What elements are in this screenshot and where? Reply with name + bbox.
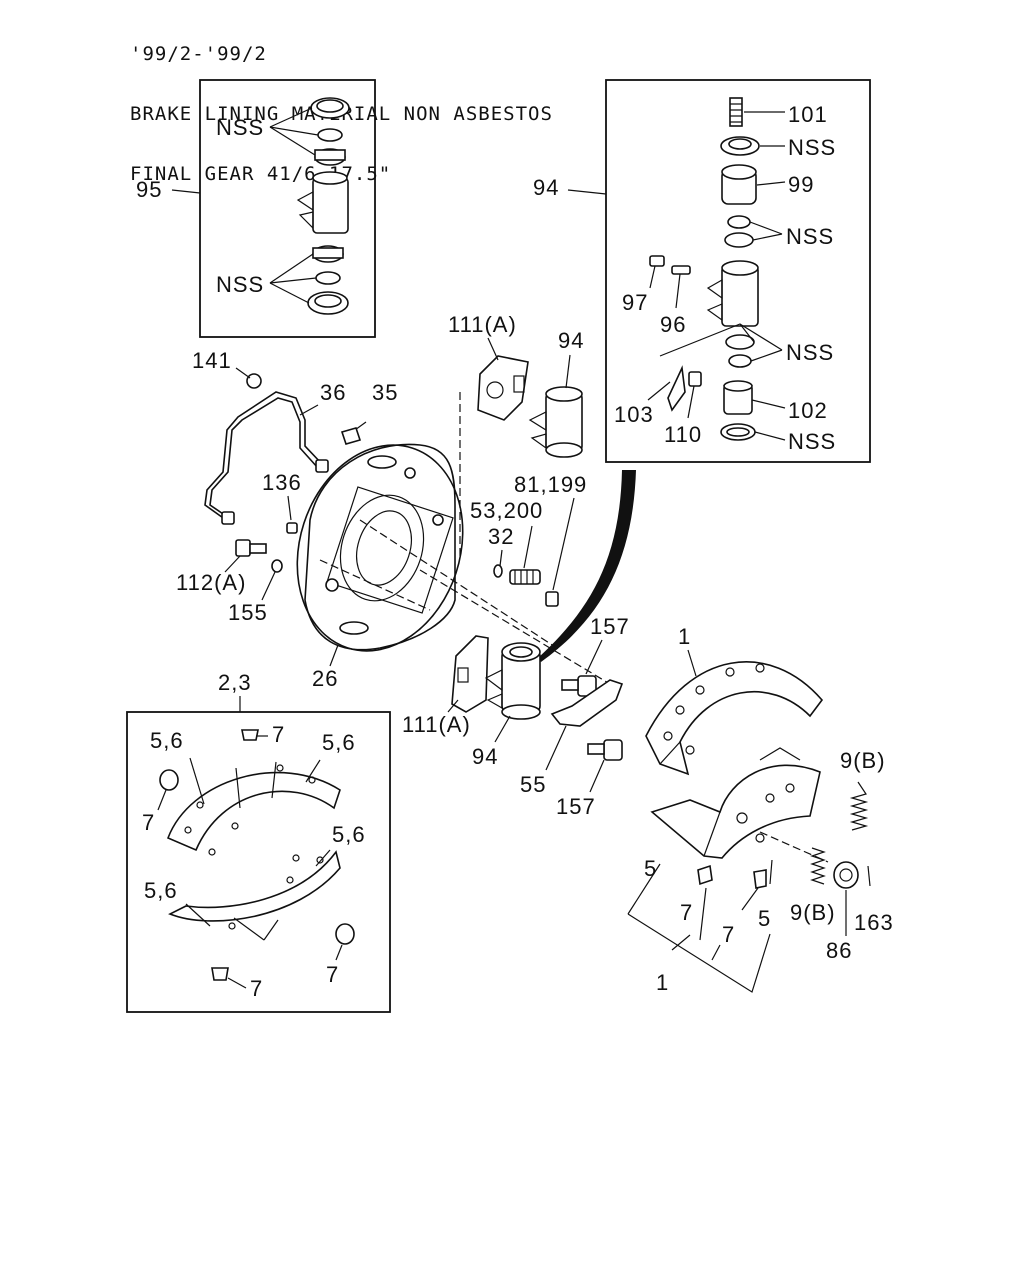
- shoe-bracket-lines: [627, 913, 771, 993]
- spring-9b-bottom: [810, 847, 826, 885]
- callout-1-bottom: 1: [656, 970, 669, 995]
- assembly-lines: [319, 392, 621, 691]
- pin-163: [867, 865, 871, 887]
- brake-shoe-assy: [650, 747, 821, 889]
- callout-96: 96: [660, 312, 686, 337]
- callout-nss-95-top: NSS: [216, 115, 264, 140]
- callout-7-a: 7: [272, 722, 285, 747]
- callout-5-6-d: 5,6: [144, 878, 178, 903]
- callout-53-200: 53,200: [470, 498, 543, 523]
- callout-55: 55: [520, 772, 546, 797]
- callout-103: 103: [614, 402, 654, 427]
- clip-35: [340, 427, 362, 445]
- callout-99: 99: [788, 172, 814, 197]
- callout-157-top: 157: [590, 614, 630, 639]
- bolt-136: [286, 522, 298, 534]
- callout-155: 155: [228, 600, 268, 625]
- backing-plate-26: [296, 443, 464, 652]
- washer-155: [271, 559, 283, 573]
- cylinder-94-top: [528, 386, 583, 458]
- callout-36: 36: [320, 380, 346, 405]
- callout-101: 101: [788, 102, 828, 127]
- callout-5-6-c: 5,6: [332, 822, 366, 847]
- kit-95-box: [199, 79, 376, 338]
- callout-111a-top: 111(A): [448, 312, 517, 337]
- brake-pipe-36: [204, 391, 329, 525]
- spring-9b-top: [849, 781, 869, 831]
- header-date-range: '99/2-'99/2: [130, 43, 267, 65]
- callout-94-bottom: 94: [472, 744, 498, 769]
- cylinder-94-bottom: [484, 642, 541, 720]
- callout-157-bottom: 157: [556, 794, 596, 819]
- callout-32: 32: [488, 524, 514, 549]
- callout-141: 141: [192, 348, 232, 373]
- callout-163: 163: [854, 910, 894, 935]
- bolt-112a: [235, 539, 267, 557]
- clip-32: [493, 564, 503, 578]
- cylinder-94-box: [605, 79, 871, 463]
- callout-5-6-b: 5,6: [322, 730, 356, 755]
- callout-112a: 112(A): [176, 570, 246, 595]
- gasket-111a-bottom: [451, 635, 489, 713]
- callout-102: 102: [788, 398, 828, 423]
- bleeder-141: [246, 373, 262, 389]
- callout-nss-94-a: NSS: [788, 135, 836, 160]
- lining-kit-box: [126, 711, 391, 1013]
- callout-7-f: 7: [722, 922, 735, 947]
- callout-5-a: 5: [644, 856, 657, 881]
- callout-5-6-a: 5,6: [150, 728, 184, 753]
- callout-9b-top: 9(B): [840, 748, 886, 773]
- callout-97: 97: [622, 290, 648, 315]
- callout-9b-bottom: 9(B): [790, 900, 836, 925]
- adjuster-53-200: [509, 569, 541, 585]
- callout-81-199: 81,199: [514, 472, 587, 497]
- nss-95-bottom-leader: [269, 253, 317, 304]
- callout-7-e: 7: [680, 900, 693, 925]
- callout-7-c: 7: [326, 962, 339, 987]
- bolt-157-bottom: [587, 739, 623, 761]
- callout-94-box: 94: [533, 175, 559, 200]
- callout-136: 136: [262, 470, 302, 495]
- callout-95: 95: [136, 177, 162, 202]
- washer-86: [833, 861, 859, 889]
- callout-nss-94-d: NSS: [788, 429, 836, 454]
- callout-5-b: 5: [758, 906, 771, 931]
- lining-kit-parts: [159, 729, 355, 981]
- cylinder-94-parts: [649, 97, 760, 441]
- nss-95-top-leader: [269, 107, 319, 156]
- callout-nss-95-bottom: NSS: [216, 272, 264, 297]
- callout-35: 35: [372, 380, 398, 405]
- callout-110: 110: [664, 422, 702, 447]
- callout-2-3: 2,3: [218, 670, 252, 695]
- callout-nss-94-c: NSS: [786, 340, 834, 365]
- bracket-55: [550, 679, 624, 727]
- shoe-leader-lines: [627, 859, 773, 941]
- brake-lining-1-top: [645, 661, 824, 776]
- pointer-arrow: [538, 470, 636, 662]
- gasket-111a-top: [477, 355, 529, 421]
- callout-7-b: 7: [142, 810, 155, 835]
- bolt-157-top: [561, 675, 597, 697]
- callout-86: 86: [826, 938, 852, 963]
- callout-94-top: 94: [558, 328, 584, 353]
- callout-111a-bottom: 111(A): [402, 712, 471, 737]
- callout-26: 26: [312, 666, 338, 691]
- callout-1-top: 1: [678, 624, 691, 649]
- callout-7-d: 7: [250, 976, 263, 1001]
- nut-81-199: [545, 591, 559, 607]
- callout-nss-94-b: NSS: [786, 224, 834, 249]
- kit-95-parts: [296, 97, 350, 315]
